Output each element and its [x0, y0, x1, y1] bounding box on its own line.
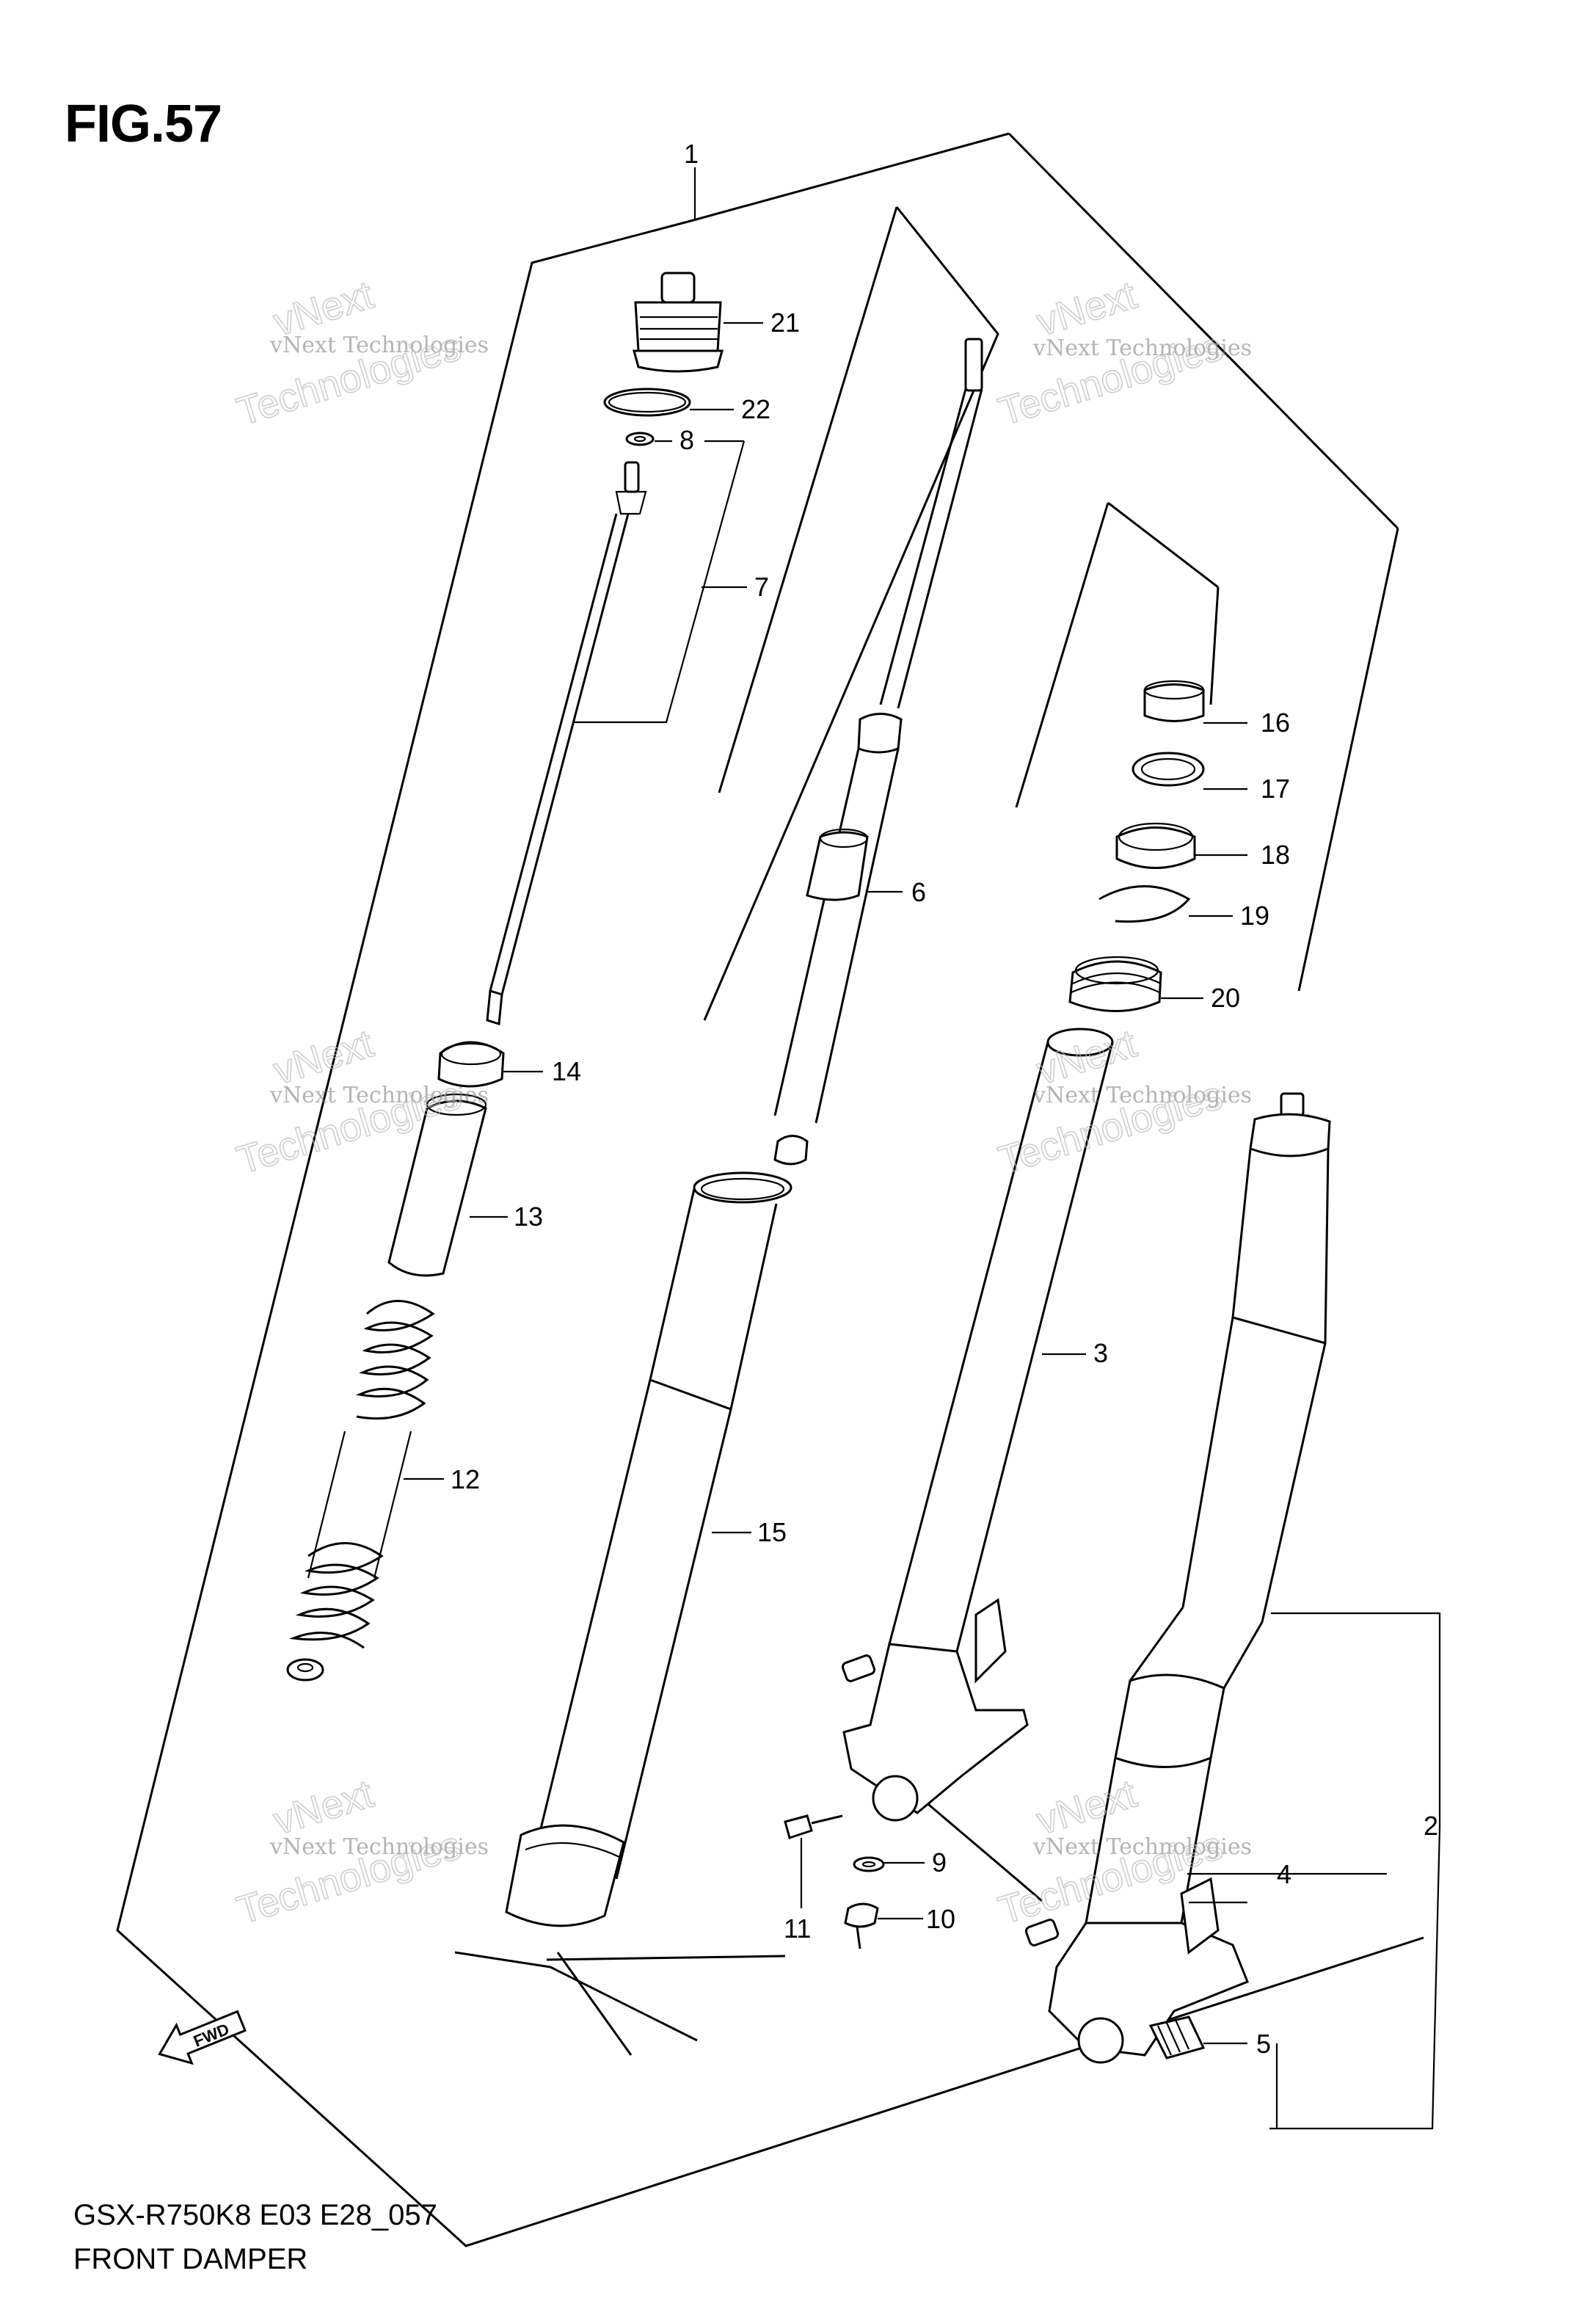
svg-text:vNext: vNext	[269, 1772, 379, 1844]
cartridge-rod	[773, 338, 983, 1166]
part-label-18: 18	[1261, 840, 1290, 870]
axle-bracket-left	[841, 1598, 1029, 1822]
svg-text:vNext Technologies: vNext Technologies	[1032, 1083, 1252, 1108]
washer-9	[853, 1856, 885, 1872]
part-label-4: 4	[1277, 1859, 1291, 1889]
washer-small	[625, 432, 655, 446]
dust-seal	[1068, 956, 1162, 1012]
part-label-2: 2	[1424, 1811, 1438, 1841]
part-label-15: 15	[757, 1517, 787, 1547]
svg-text:vNext: vNext	[1032, 1772, 1142, 1844]
part-label-19: 19	[1240, 901, 1269, 931]
inner-tube-3	[888, 1028, 1114, 1652]
assembly-box-1	[116, 132, 1424, 2247]
svg-text:vNext: vNext	[1032, 273, 1142, 345]
part-label-3: 3	[1093, 1338, 1108, 1368]
part-label-12: 12	[451, 1464, 480, 1494]
part-label-8: 8	[679, 425, 694, 455]
leader-lines	[404, 321, 1278, 2129]
fork-spring	[289, 1300, 435, 1649]
part-label-1: 1	[684, 139, 699, 169]
svg-text:vNext Technologies: vNext Technologies	[1032, 1834, 1252, 1860]
model-code: GSX-R750K8 E03 E28_057	[73, 2199, 437, 2231]
spacer-tube	[387, 1093, 487, 1277]
bolt-11	[784, 1814, 843, 1839]
top-cap-bolt	[633, 272, 724, 373]
svg-text:vNext Technologies: vNext Technologies	[1032, 335, 1252, 361]
watermark-top-right: vNext vNext Technologies Technologies	[993, 272, 1252, 435]
svg-text:vNext Technologies: vNext Technologies	[269, 1834, 489, 1860]
bolt-10	[844, 1902, 879, 1949]
oil-seal	[1115, 822, 1196, 869]
o-ring	[603, 388, 691, 417]
svg-text:vNext Technologies: vNext Technologies	[269, 332, 489, 358]
part-name: FRONT DAMPER	[73, 2243, 308, 2275]
outer-tube	[505, 1171, 792, 1927]
watermark-top-left: vNext vNext Technologies Technologies	[231, 272, 489, 435]
part-label-11: 11	[784, 1913, 811, 1944]
damping-adjuster	[1148, 2015, 1206, 2060]
svg-text:vNext Technologies: vNext Technologies	[269, 1083, 489, 1108]
part-label-9: 9	[932, 1847, 947, 1877]
figure-title: FIG.57	[65, 95, 222, 153]
washer-bottom	[286, 1658, 324, 1682]
part-label-6: 6	[911, 877, 926, 907]
part-label-14: 14	[552, 1056, 581, 1086]
part-label-5: 5	[1256, 2029, 1271, 2059]
spring-seat	[437, 1041, 505, 1088]
stopper-ring	[1098, 885, 1191, 923]
damper-rod	[486, 461, 647, 1025]
part-label-10: 10	[926, 1904, 955, 1934]
part-label-22: 22	[741, 394, 770, 424]
inner-box	[454, 206, 999, 2056]
complete-fork-2	[1024, 1092, 1331, 2064]
part-label-20: 20	[1211, 983, 1240, 1013]
part-label-17: 17	[1261, 774, 1290, 804]
watermark-bottom-left: vNext vNext Technologies Technologies	[231, 1771, 489, 1933]
part-label-7: 7	[754, 572, 769, 602]
washer-ring	[1132, 752, 1205, 787]
part-2-bracket	[1187, 1612, 1441, 2130]
bushing-guide	[1143, 680, 1205, 722]
part-labels: 1 2 3 4 5 6 7 8 9 10 11 12 13 14 15 16 1…	[451, 139, 1438, 2059]
part-label-16: 16	[1261, 708, 1290, 738]
part-label-21: 21	[770, 308, 800, 338]
part-label-13: 13	[514, 1202, 543, 1232]
